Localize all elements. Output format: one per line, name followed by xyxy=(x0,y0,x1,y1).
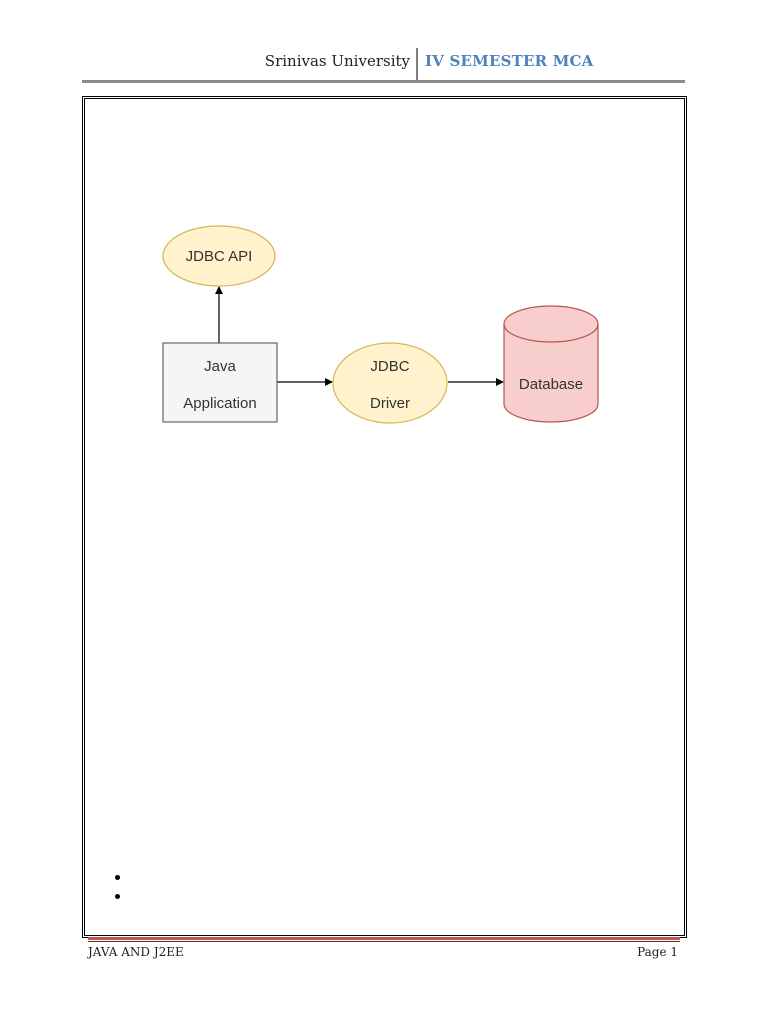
header-divider xyxy=(416,48,418,80)
java-application-label-line1: Java xyxy=(204,358,236,375)
footer-rule xyxy=(88,937,680,940)
database-label: Database xyxy=(519,376,583,393)
jdbc-driver-label-line1: JDBC xyxy=(370,358,409,375)
jdbc-api-label: JDBC API xyxy=(186,248,253,265)
header-rule xyxy=(82,80,685,83)
database-shape xyxy=(503,305,599,423)
footer-course: JAVA AND J2EE xyxy=(88,945,184,959)
header-semester: IV SEMESTER MCA xyxy=(425,52,594,70)
bullet-item xyxy=(115,894,120,899)
footer-page-number: Page 1 xyxy=(637,945,678,959)
node-java-application: Java Application xyxy=(162,342,278,423)
page-border xyxy=(82,96,687,938)
header-university: Srinivas University xyxy=(264,52,410,70)
node-database: Database xyxy=(503,305,599,423)
jdbc-driver-shape xyxy=(332,342,448,424)
jdbc-driver-label-line2: Driver xyxy=(370,395,410,412)
node-jdbc-api: JDBC API xyxy=(162,225,276,287)
node-jdbc-driver: JDBC Driver xyxy=(332,342,448,424)
database-top-rim xyxy=(503,323,599,343)
footer-rule-thin xyxy=(88,941,680,942)
java-application-shape xyxy=(162,342,278,423)
jdbc-api-shape xyxy=(162,225,276,287)
java-application-label-line2: Application xyxy=(183,395,256,412)
bullet-item xyxy=(115,875,120,880)
